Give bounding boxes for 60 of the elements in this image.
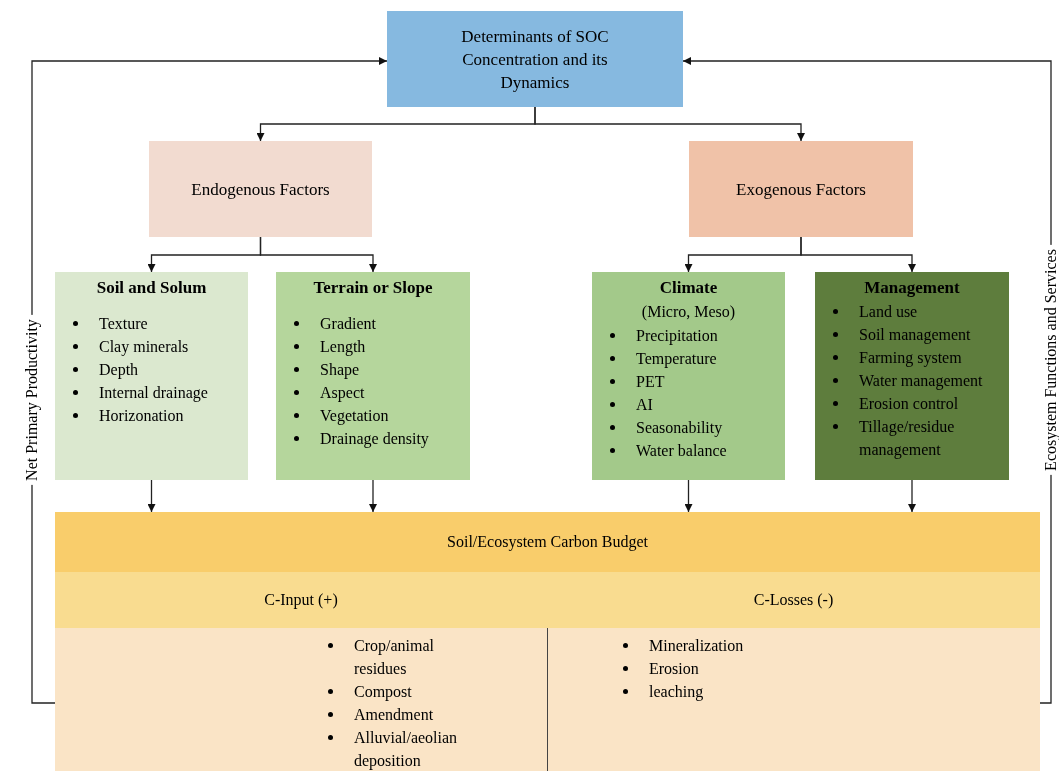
list-item: Water balance (636, 441, 727, 461)
arrow (908, 479, 916, 513)
list-item: Erosion (649, 659, 699, 679)
list-item: Crop/animal residues (354, 636, 435, 679)
box-title: Endogenous Factors (191, 178, 330, 201)
title-box (387, 11, 683, 107)
list-item: Gradient (320, 314, 376, 334)
list-item: Erosion control (859, 394, 959, 414)
box-heading: Soil and Solum (95, 277, 208, 299)
arrow (259, 236, 377, 273)
category-box (149, 141, 372, 237)
box-subheading: (Micro, Meso) (640, 302, 737, 323)
arrow (147, 479, 156, 513)
list-item: Texture (99, 314, 148, 334)
list-item: Clay minerals (99, 337, 189, 358)
list-item: Mineralization (649, 636, 744, 656)
edge-label: Ecosystem Functions and Services (1042, 245, 1059, 475)
list-item: Land use (859, 302, 918, 322)
list-item: PET (636, 372, 665, 392)
list-item: Water management (859, 371, 983, 392)
list-item: Shape (320, 360, 360, 381)
list-item: Tillage/residue management (859, 417, 956, 461)
column-title: C-Input (+) (264, 590, 338, 611)
panel-title: Soil/Ecosystem Carbon Budget (447, 532, 648, 553)
box-heading: Climate (658, 277, 719, 299)
budget-panel (55, 512, 1040, 771)
list-item: Drainage density (320, 429, 429, 450)
list-item: AI (636, 395, 653, 415)
list-item: Vegetation (320, 406, 389, 427)
list-item: Seasonability (636, 418, 723, 439)
list-item: Horizonation (99, 406, 184, 426)
box-title: Exogenous Factors (736, 178, 866, 201)
arrow (684, 479, 693, 513)
list-item: Farming system (859, 348, 962, 369)
list-item: Soil management (859, 325, 971, 346)
arrow (534, 106, 805, 142)
list-item: Depth (99, 360, 139, 381)
box-heading: Terrain or Slope (312, 277, 434, 299)
list-item: Compost (354, 682, 412, 703)
factor-box (592, 272, 785, 480)
box-title: Determinants of SOC Concentration and its Dynamics (460, 25, 610, 94)
column-title: C-Losses (-) (753, 590, 834, 611)
edge-label: Net Primary Productivity (23, 315, 41, 485)
factor-box (276, 272, 470, 480)
list-item: Precipitation (636, 326, 718, 347)
arrow (369, 479, 377, 513)
budget-column (547, 572, 1040, 771)
arrow (800, 236, 916, 273)
factor-box (815, 272, 1009, 480)
list-item: Internal drainage (99, 383, 208, 404)
list-item: Amendment (354, 705, 434, 725)
list-item: Aspect (320, 383, 365, 404)
budget-column (55, 572, 547, 771)
list-item: Length (320, 337, 366, 358)
factor-box (55, 272, 248, 480)
list-item: Temperature (636, 349, 717, 370)
category-box (689, 141, 913, 237)
list-item: leaching (649, 682, 704, 703)
list-item: Alluvial/aeolian deposition (354, 728, 459, 771)
box-heading: Management (863, 277, 961, 299)
